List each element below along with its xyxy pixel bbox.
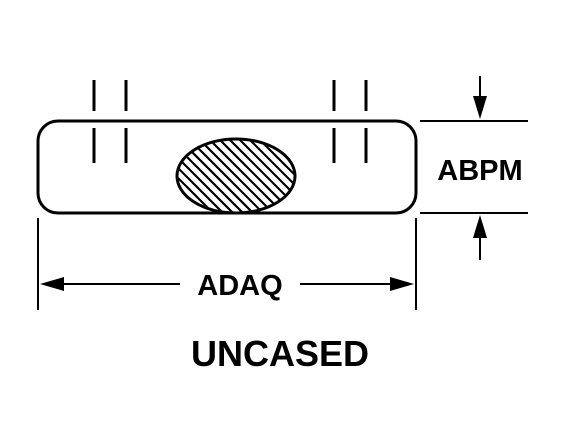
width-arrow-left — [40, 277, 64, 291]
hatch-line — [177, 139, 267, 213]
caption-label: UNCASED — [191, 333, 369, 374]
hatch-line — [215, 139, 295, 213]
hatch-line — [56, 116, 176, 236]
hatch-line — [177, 139, 217, 213]
width-dimension — [37, 218, 417, 310]
hatch-line — [285, 139, 295, 213]
break-lines-right — [332, 80, 368, 163]
hatch-line — [177, 139, 207, 213]
hatch-line — [177, 139, 247, 213]
hatch-line — [177, 139, 287, 213]
hatch-line — [205, 139, 295, 213]
height-dimension-label: ABPM — [437, 155, 522, 187]
hatch-line — [195, 139, 295, 213]
hatch-line — [177, 139, 295, 213]
hatch-line — [46, 116, 166, 236]
height-arrow-down — [473, 96, 487, 119]
hatch-line — [185, 139, 295, 213]
hatch-line — [225, 139, 295, 213]
hatch-line — [177, 139, 277, 213]
hatch-line — [177, 139, 257, 213]
hatch-line — [177, 139, 227, 213]
hatched-cross-section — [36, 116, 416, 236]
hatch-line — [296, 116, 416, 236]
hatch-line — [255, 139, 295, 213]
hatch-line — [265, 139, 295, 213]
break-lines-left — [92, 80, 128, 163]
width-dimension-label: ADAQ — [197, 270, 282, 302]
height-arrow-up — [473, 215, 487, 238]
width-arrow-right — [390, 277, 414, 291]
hatch-line — [245, 139, 295, 213]
hatch-line — [36, 116, 156, 236]
